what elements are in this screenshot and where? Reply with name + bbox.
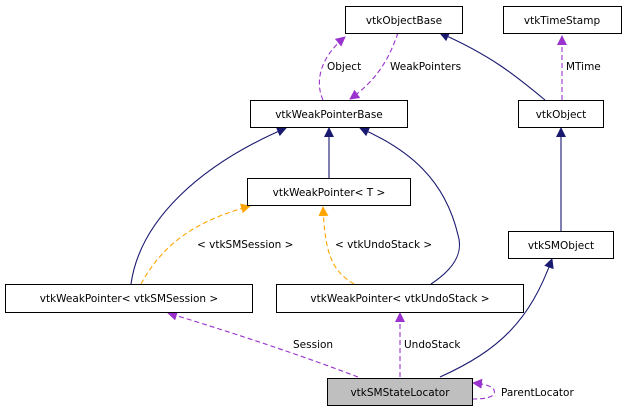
label-tpl-session: < vtkSMSession > <box>197 239 293 251</box>
node-vtksmstatelocator[interactable]: vtkSMStateLocator <box>327 378 473 406</box>
node-vtkobject[interactable]: vtkObject <box>518 100 604 128</box>
edge-undo-to-base <box>359 127 461 285</box>
node-label: vtkSMStateLocator <box>350 387 450 399</box>
label-tpl-undo: < vtkUndoStack > <box>335 239 432 251</box>
edge-session-to-base <box>130 126 287 285</box>
node-label: vtkWeakPointer< vtkSMSession > <box>40 293 218 305</box>
label-object: Object <box>327 61 361 73</box>
node-vtkobjectbase[interactable]: vtkObjectBase <box>345 6 463 34</box>
edge-statelocator-to-smobject <box>439 258 554 378</box>
node-vtktimestamp[interactable]: vtkTimeStamp <box>503 6 622 34</box>
node-label: vtkWeakPointer< vtkUndoStack > <box>310 293 489 305</box>
edge-parentlocator <box>471 378 495 400</box>
edge-template-session <box>140 203 251 285</box>
label-parentlocator: ParentLocator <box>501 387 574 399</box>
node-label: vtkObjectBase <box>366 15 442 27</box>
edge-object <box>318 36 346 101</box>
node-vtksmobject[interactable]: vtkSMObject <box>508 231 614 259</box>
node-vtkweakpointer-vtkundostack[interactable]: vtkWeakPointer< vtkUndoStack > <box>276 284 524 313</box>
node-label: vtkWeakPointerBase <box>275 109 383 121</box>
label-session: Session <box>293 339 333 351</box>
node-label: vtkWeakPointer< T > <box>273 187 386 199</box>
node-vtkweakpointer-vtksmsession[interactable]: vtkWeakPointer< vtkSMSession > <box>5 284 253 313</box>
node-vtkweakpointer-t[interactable]: vtkWeakPointer< T > <box>247 178 411 206</box>
edge-vtkobject-to-objectbase <box>439 32 546 101</box>
node-label: vtkSMObject <box>528 240 594 252</box>
node-label: vtkTimeStamp <box>524 15 601 27</box>
node-label: vtkObject <box>536 109 587 121</box>
edge-weakpointers <box>349 32 399 100</box>
label-mtime: MTime <box>566 61 601 73</box>
node-vtkweakpointerbase[interactable]: vtkWeakPointerBase <box>250 100 408 128</box>
edge-template-undo <box>318 206 355 285</box>
label-undostack: UndoStack <box>404 339 461 351</box>
label-weakpointers: WeakPointers <box>390 61 461 73</box>
